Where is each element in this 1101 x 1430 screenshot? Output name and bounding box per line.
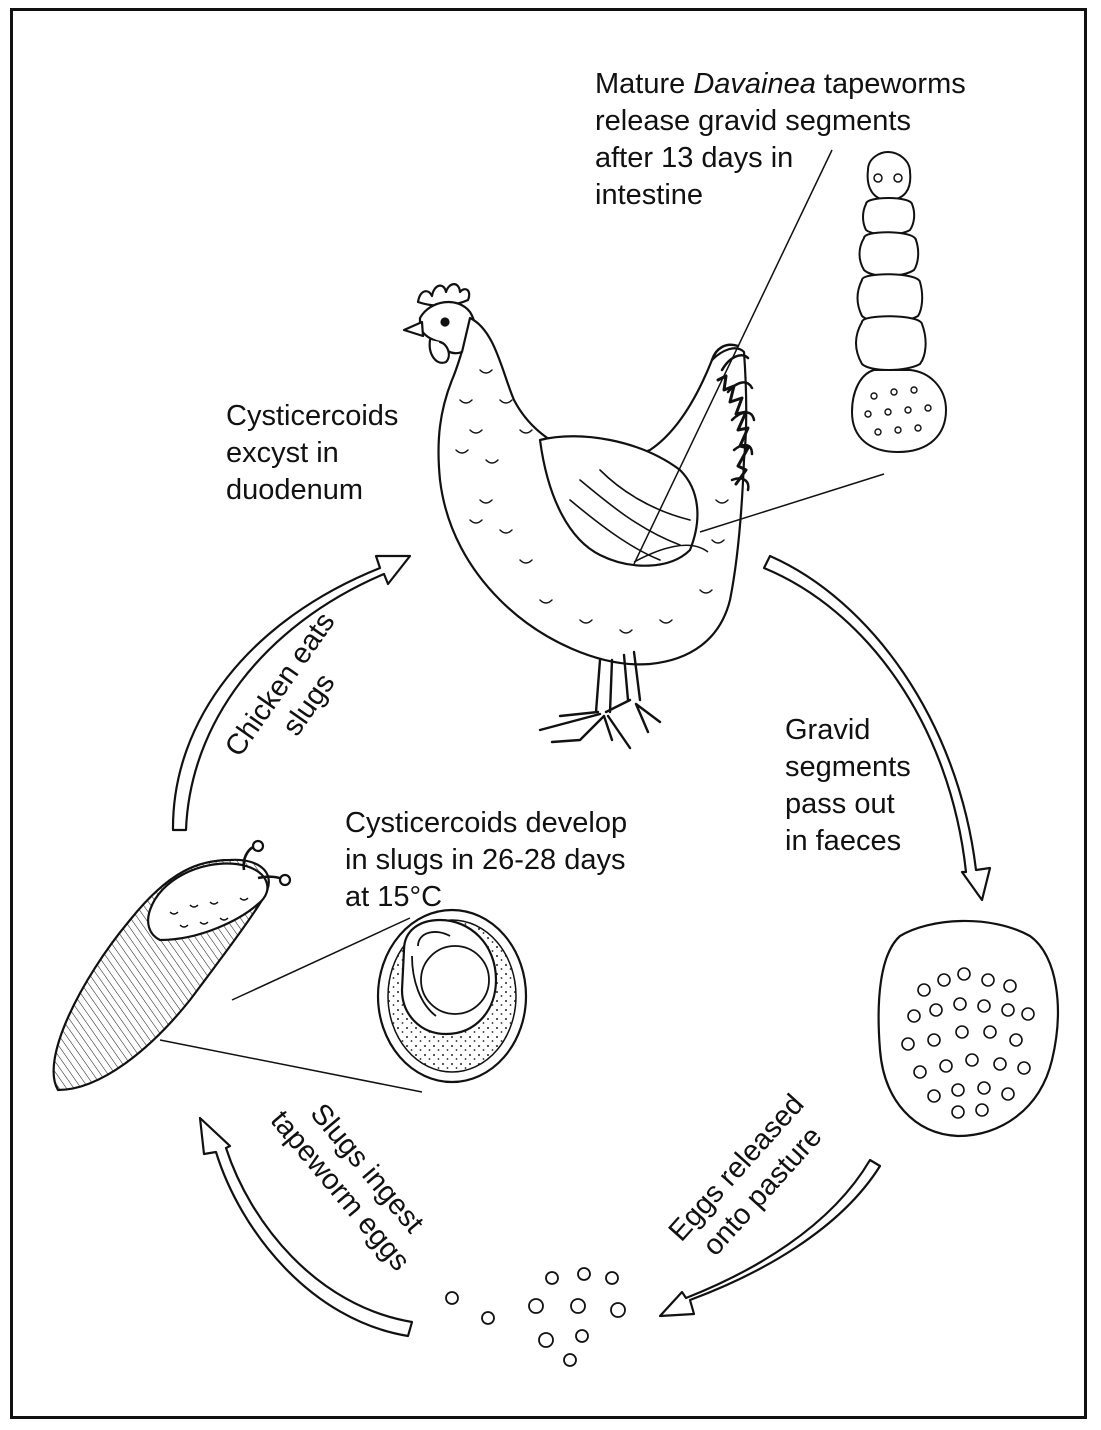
gravid-line-1: Gravid	[785, 712, 911, 749]
mature-tapeworm-label: Mature Davainea tapeworms release gravid…	[595, 66, 966, 214]
gravid-line-4: in faeces	[785, 823, 911, 860]
chicken-eye	[442, 319, 449, 326]
gravid-label: Gravid segments pass out in faeces	[785, 712, 911, 860]
excyst-line-3: duodenum	[226, 472, 398, 509]
mature-line-3: after 13 days in	[595, 140, 966, 177]
develop-label: Cysticercoids develop in slugs in 26-28 …	[345, 805, 627, 916]
chicken-feet	[540, 700, 660, 748]
tapeworm-segment	[856, 316, 926, 370]
mature-line-1: Mature Davainea tapeworms	[595, 66, 966, 103]
chicken-beak	[404, 322, 423, 336]
pointer-lines	[160, 150, 884, 1092]
gravid-line-2: segments	[785, 749, 911, 786]
mature-line-4: intestine	[595, 177, 966, 214]
excyst-line-1: Cysticercoids	[226, 398, 398, 435]
develop-line-3: at 15°C	[345, 879, 627, 916]
tapeworm-segment	[858, 274, 923, 322]
mature-line-1-post: tapeworms	[816, 68, 966, 100]
chicken-illustration	[404, 284, 754, 748]
chicken-leg-left	[596, 660, 612, 712]
mature-line-1-pre: Mature	[595, 68, 693, 100]
gravid-line-3: pass out	[785, 786, 911, 823]
excyst-line-2: excyst in	[226, 435, 398, 472]
mature-line-1-italic: Davainea	[693, 68, 816, 100]
develop-line-1: Cysticercoids develop	[345, 805, 627, 842]
gravid-segment-outline	[879, 921, 1058, 1136]
tapeworm-segment	[860, 232, 919, 276]
cysticercoid-illustration	[378, 910, 526, 1082]
slug-illustration	[54, 841, 290, 1090]
pasture-eggs	[446, 1268, 625, 1366]
develop-line-2: in slugs in 26-28 days	[345, 842, 627, 879]
slug-mantle	[148, 863, 267, 940]
mature-line-2: release gravid segments	[595, 103, 966, 140]
gravid-segment-illustration	[879, 921, 1058, 1136]
excyst-label: Cysticercoids excyst in duodenum	[226, 398, 398, 509]
